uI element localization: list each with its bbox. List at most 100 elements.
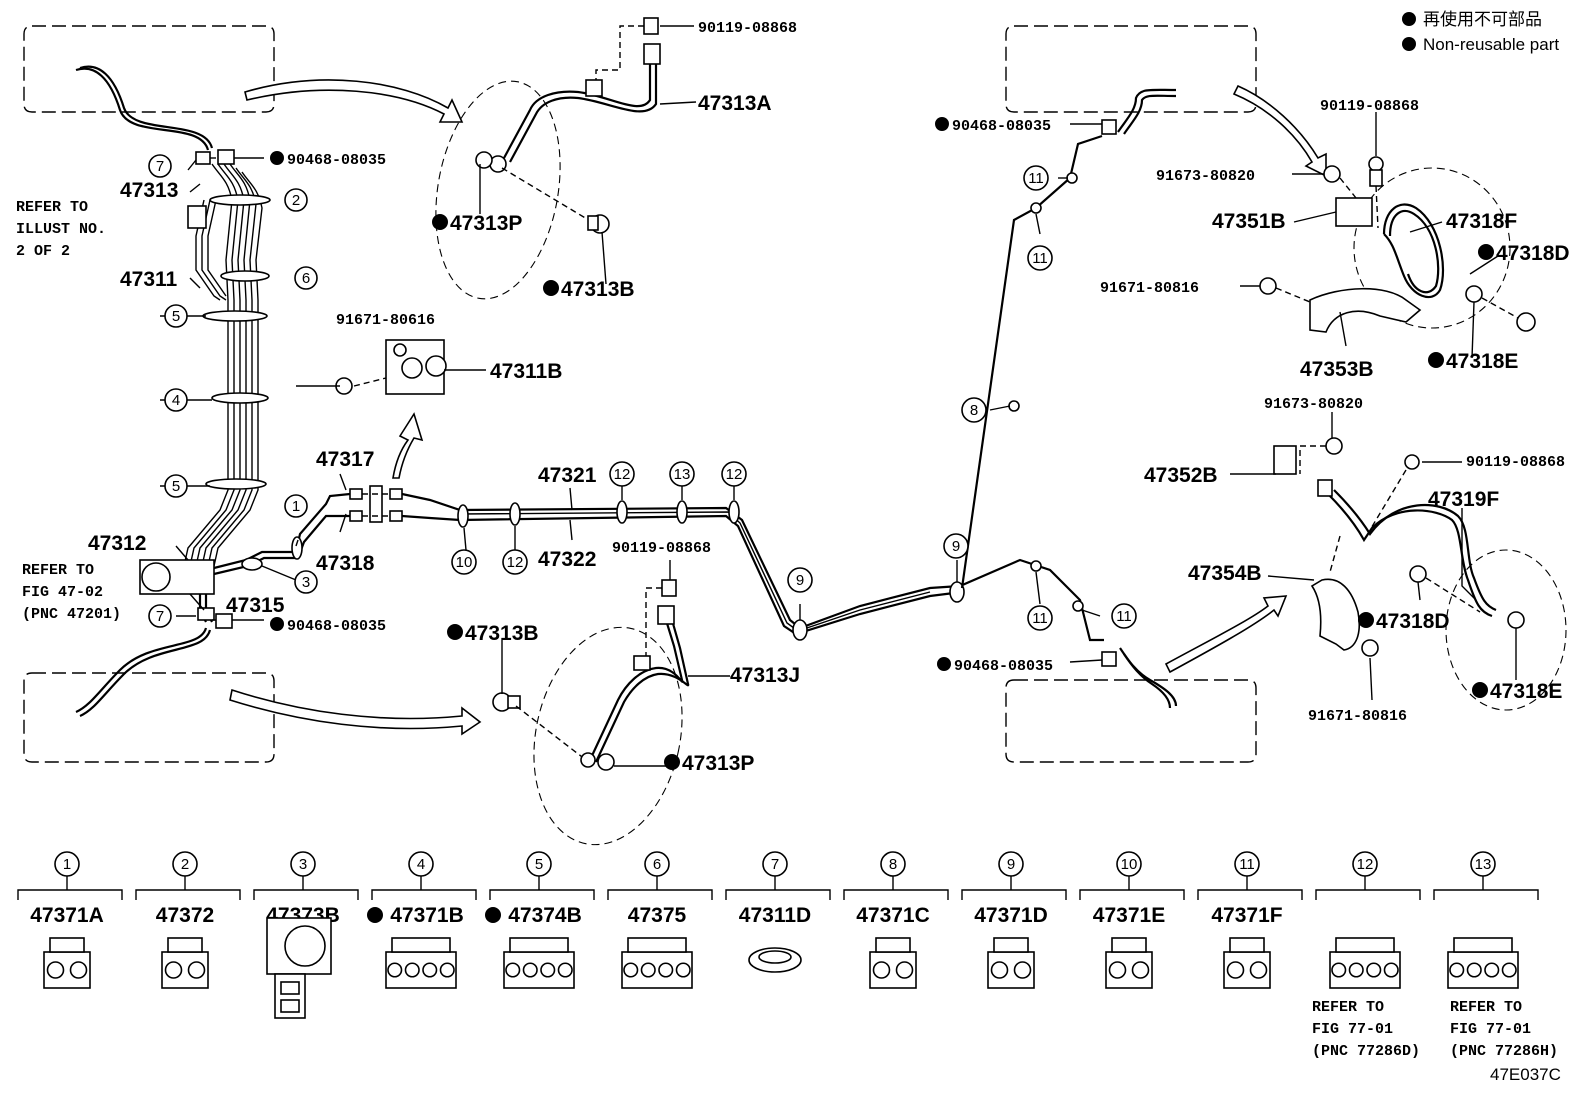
bolt-91673-80820-b xyxy=(1325,437,1343,455)
clamp-table: 147371A247372347373B447371B547374B647375… xyxy=(17,851,1539,1019)
label-90468-08035-b: 90468-08035 xyxy=(287,618,386,635)
bolt-47318D-b xyxy=(1409,565,1427,583)
clamp-callout-number: 12 xyxy=(1357,856,1374,873)
label-47317: 47317 xyxy=(316,448,374,471)
label-47319F: 47319F xyxy=(1428,488,1499,511)
clamp-part-number: 47311D xyxy=(739,904,811,927)
svg-text:ILLUST NO.: ILLUST NO. xyxy=(16,221,106,238)
clamp-callout-number: 9 xyxy=(1007,856,1015,873)
pipe-bundle-left xyxy=(183,163,263,567)
label-47313B-bottom: 47313B xyxy=(465,622,539,645)
union-47318-a xyxy=(349,510,363,522)
clamp-11-icon xyxy=(1223,937,1271,989)
label-47313: 47313 xyxy=(120,179,178,202)
clamp-callout-number: 4 xyxy=(417,856,425,873)
clamp-7-icon xyxy=(748,947,802,973)
clamp-callout-number: 3 xyxy=(299,856,307,873)
nonreusable-dot-icon xyxy=(543,280,559,296)
callouts: 7 2 6 5 4 5 1 3 7 10 12 12 13 12 9 9 8 1… xyxy=(148,154,1137,631)
hose-front-top-inner xyxy=(79,65,214,149)
clamp-3-on-pipe xyxy=(241,557,263,571)
clamp-11-on-pipe-c xyxy=(1030,560,1042,572)
clamp-cell-4: 4 47371B xyxy=(367,851,477,989)
clamp-9-icon xyxy=(987,937,1035,989)
label-47313A: 47313A xyxy=(698,92,772,115)
refer-note-fig-77-01-d: REFER TO FIG 77-01 (PNC 77286D) xyxy=(1312,999,1420,1060)
label-91671-80816-a: 91671-80816 xyxy=(1100,280,1199,297)
clamp-callout-number: 6 xyxy=(653,856,661,873)
hose-47313J-inner xyxy=(595,619,690,763)
label-47352B: 47352B xyxy=(1144,464,1218,487)
clamp-4-on-bundle xyxy=(211,392,269,404)
outline-box-bottom-right xyxy=(1005,679,1257,763)
callout-11-d: 11 xyxy=(1116,608,1132,625)
bracket-47311 xyxy=(187,205,207,229)
label-47313J: 47313J xyxy=(730,664,800,687)
clamp-8-on-pipe xyxy=(1008,400,1020,412)
label-47318E-a: 47318E xyxy=(1446,350,1518,373)
grommet-7-top xyxy=(195,151,211,165)
hose-47313A xyxy=(503,64,652,159)
legend-line-1: 再使用不可部品 xyxy=(1423,9,1542,29)
pipe-47321-47322 xyxy=(401,492,1104,642)
callout-9-a: 9 xyxy=(796,572,804,589)
union-bolt-90119-top xyxy=(643,43,661,65)
label-91673-80820-b: 91673-80820 xyxy=(1264,396,1363,413)
clamp-8-icon xyxy=(869,937,917,989)
clamp-12-icon xyxy=(1329,937,1401,989)
hose-47319F xyxy=(1327,493,1493,618)
clip-90468-b xyxy=(215,613,233,629)
bolt-47318D-a xyxy=(1516,312,1536,332)
label-90468-08035-a: 90468-08035 xyxy=(287,152,386,169)
clamp-cell-11: 11 47371F xyxy=(1197,851,1303,989)
clamp-5-lower-on-bundle xyxy=(205,478,267,490)
union-47319F xyxy=(1317,479,1333,497)
callout-8: 8 xyxy=(970,402,978,419)
nonreusable-dot-icon xyxy=(367,907,383,923)
label-91673-80820-a: 91673-80820 xyxy=(1156,168,1255,185)
union-47317-b xyxy=(389,488,403,500)
clamp-10-on-pipe xyxy=(457,504,469,528)
washer-47313P-top xyxy=(475,151,493,169)
diagram-code: 47E037C xyxy=(1490,1065,1561,1084)
washer-47313P-bottom xyxy=(580,752,596,768)
detail-circle-47313J xyxy=(533,626,683,846)
clamp-part-number: 47371F xyxy=(1211,904,1282,927)
detail-circle-47318F xyxy=(1353,167,1511,329)
outline-box-bottom-left xyxy=(23,672,275,763)
clamp-callout-number: 1 xyxy=(63,856,71,873)
hose-front-bottom-inner xyxy=(79,629,212,718)
bolt-91673-80820-a xyxy=(1323,165,1341,183)
legend-line-2: Non-reusable part xyxy=(1423,35,1559,54)
legend: 再使用不可部品 Non-reusable part xyxy=(1402,9,1559,54)
nonreusable-dot-icon xyxy=(937,657,951,671)
clamp-part-number: 47372 xyxy=(156,904,214,927)
clamp-1-on-pipe xyxy=(291,536,303,560)
svg-text:REFER TO: REFER TO xyxy=(1450,999,1522,1016)
clamp-13-on-pipe xyxy=(676,500,688,524)
label-47315: 47315 xyxy=(226,594,285,617)
clamp-1-icon xyxy=(43,937,91,989)
direction-arrow-top-left xyxy=(244,79,464,123)
direction-arrow-top-right xyxy=(1232,84,1327,178)
hose-47318F xyxy=(1382,203,1444,299)
clamp-11-on-pipe-b xyxy=(1066,172,1078,184)
nonreusable-dot-icon xyxy=(1478,244,1494,260)
clamp-5-icon xyxy=(503,937,575,989)
bolt-90119-r1 xyxy=(1368,156,1384,172)
clamp-callout-number: 11 xyxy=(1239,856,1255,873)
callout-12-c: 12 xyxy=(726,466,743,483)
hose-rear-top xyxy=(1117,88,1177,133)
pipe-rear-upper xyxy=(960,134,1103,589)
bolt-90119-mid xyxy=(661,579,677,597)
clamp-11-on-pipe-a xyxy=(1030,202,1042,214)
refer-note-fig-77-01-h: REFER TO FIG 77-01 (PNC 77286H) xyxy=(1450,999,1558,1060)
nonreusable-dot-icon xyxy=(270,151,284,165)
clamp-12-on-pipe-c xyxy=(728,500,740,524)
bracket-47351B xyxy=(1335,197,1373,227)
clamp-part-number: 47371B xyxy=(390,904,464,927)
